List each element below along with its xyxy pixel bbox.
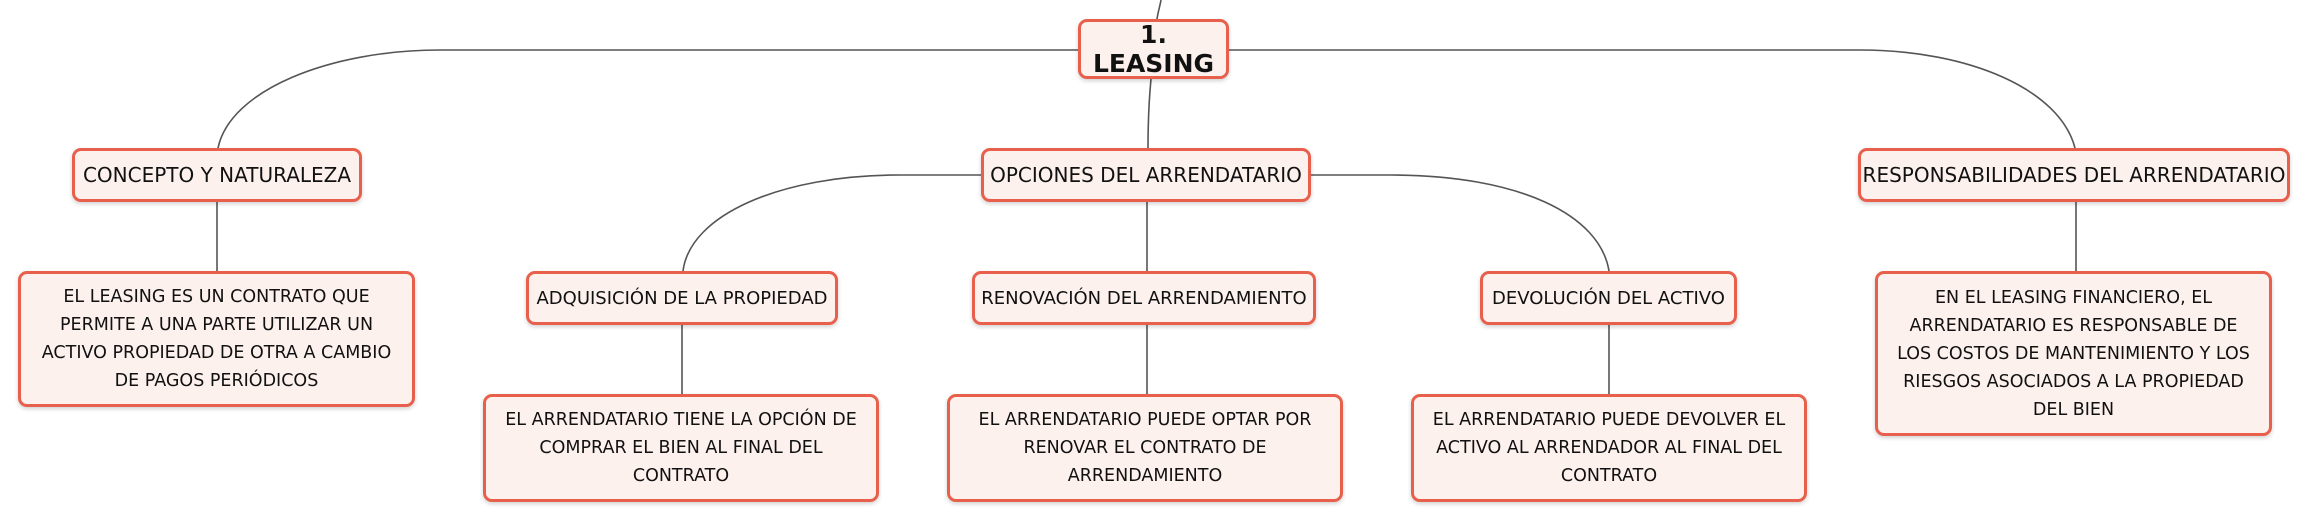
node-detail-text: EN EL LEASING FINANCIERO, EL ARRENDATARI… xyxy=(1897,287,2250,420)
node-label: RENOVACIÓN DEL ARRENDAMIENTO xyxy=(981,287,1307,309)
node-label: CONCEPTO Y NATURALEZA xyxy=(82,163,352,187)
node-detail-text: EL ARRENDATARIO PUEDE OPTAR POR RENOVAR … xyxy=(978,410,1312,486)
connector-opciones-adquisicion xyxy=(682,174,981,272)
node-adquisicion-de-la-propiedad[interactable]: ADQUISICIÓN DE LA PROPIEDAD xyxy=(526,271,838,325)
connector-root-concepto xyxy=(217,49,1078,149)
node-detail-text: EL LEASING ES UN CONTRATO QUE PERMITE A … xyxy=(41,287,392,391)
connector-root-opciones xyxy=(1147,78,1152,149)
connector-opciones-devolucion xyxy=(1311,174,1610,272)
node-opciones-del-arrendatario[interactable]: OPCIONES DEL ARRENDATARIO xyxy=(981,148,1311,202)
node-label: ADQUISICIÓN DE LA PROPIEDAD xyxy=(536,287,828,309)
node-detail-text: EL ARRENDATARIO PUEDE DEVOLVER EL ACTIVO… xyxy=(1432,410,1786,486)
node-detail-adquisicion[interactable]: EL ARRENDATARIO TIENE LA OPCIÓN DE COMPR… xyxy=(483,394,879,502)
node-detail-text: EL ARRENDATARIO TIENE LA OPCIÓN DE COMPR… xyxy=(505,410,857,486)
node-responsabilidades-del-arrendatario[interactable]: RESPONSABILIDADES DEL ARRENDATARIO xyxy=(1858,148,2290,202)
node-detail-renovacion[interactable]: EL ARRENDATARIO PUEDE OPTAR POR RENOVAR … xyxy=(947,394,1343,502)
node-label: RESPONSABILIDADES DEL ARRENDATARIO xyxy=(1862,163,2286,187)
node-renovacion-del-arrendamiento[interactable]: RENOVACIÓN DEL ARRENDAMIENTO xyxy=(972,271,1316,325)
node-label: OPCIONES DEL ARRENDATARIO xyxy=(990,163,1302,187)
node-detail-responsabilidades[interactable]: EN EL LEASING FINANCIERO, EL ARRENDATARI… xyxy=(1875,271,2272,436)
root-node-label: 1. LEASING xyxy=(1092,20,1215,78)
connector-parent-root xyxy=(1156,0,1162,20)
node-label: DEVOLUCIÓN DEL ACTIVO xyxy=(1492,287,1725,309)
node-devolucion-del-activo[interactable]: DEVOLUCIÓN DEL ACTIVO xyxy=(1480,271,1737,325)
node-concepto-y-naturaleza[interactable]: CONCEPTO Y NATURALEZA xyxy=(72,148,362,202)
connector-root-responsabilidades xyxy=(1229,49,2076,149)
node-detail-devolucion[interactable]: EL ARRENDATARIO PUEDE DEVOLVER EL ACTIVO… xyxy=(1411,394,1807,502)
root-node-leasing[interactable]: 1. LEASING xyxy=(1078,19,1229,79)
node-detail-concepto[interactable]: EL LEASING ES UN CONTRATO QUE PERMITE A … xyxy=(18,271,415,407)
